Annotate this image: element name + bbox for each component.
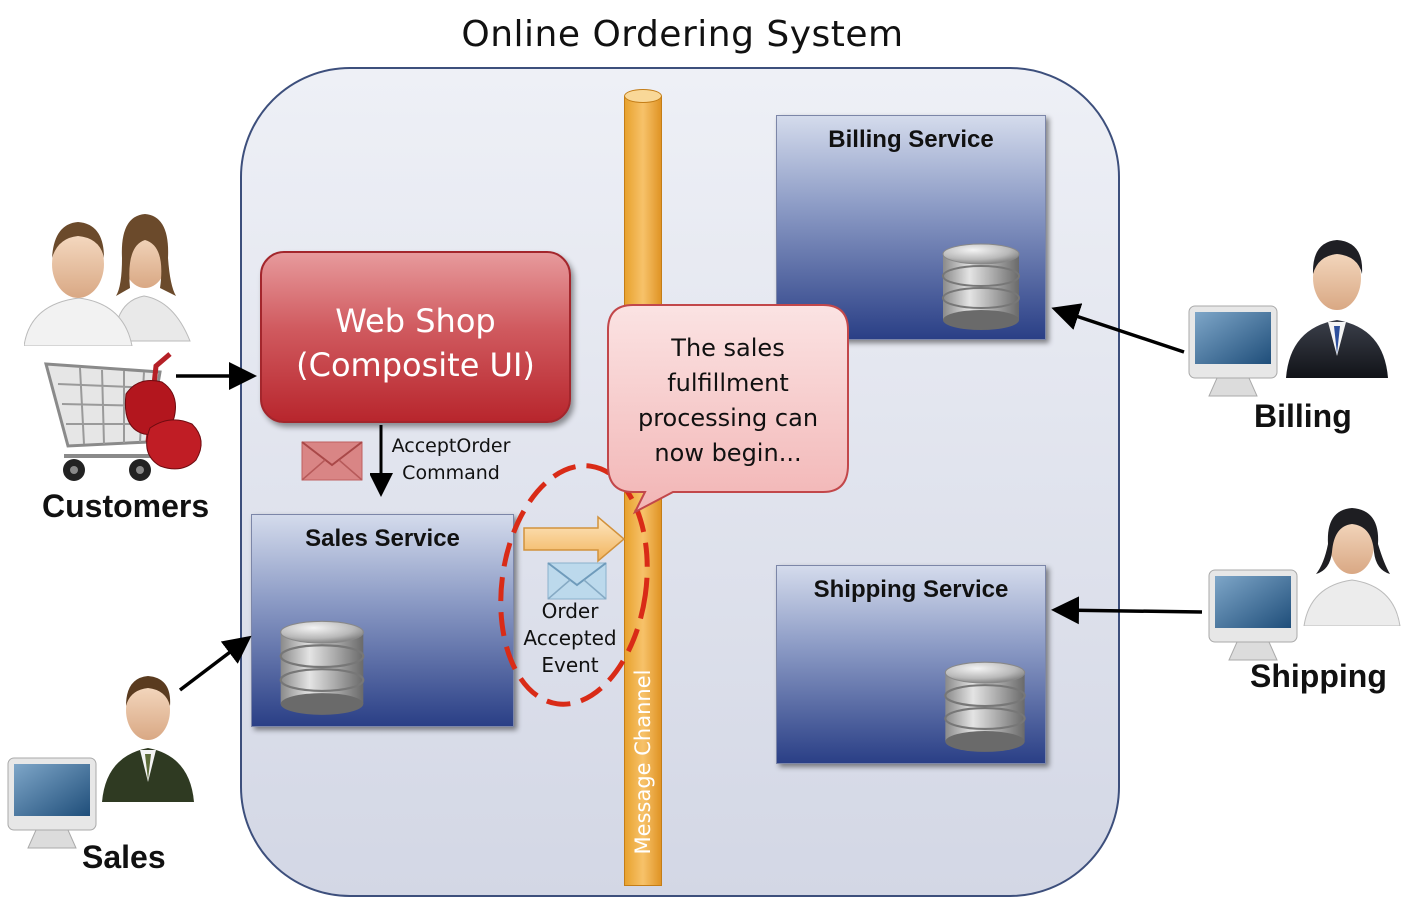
callout-text: The sales fulfillment processing can now… bbox=[613, 331, 843, 471]
command-label: AcceptOrder Command bbox=[386, 433, 516, 487]
callout-line4: now begin... bbox=[654, 439, 802, 467]
billing-computer-icon bbox=[1188, 305, 1278, 397]
command-label-line2: Command bbox=[402, 462, 500, 484]
billing-person-icon bbox=[1286, 240, 1388, 378]
callout-line3: processing can bbox=[637, 404, 819, 432]
shopping-cart-icon bbox=[44, 352, 202, 481]
web-shop-box: Web Shop (Composite UI) bbox=[260, 251, 571, 423]
callout-bubble bbox=[607, 304, 849, 515]
sales-person-icon bbox=[102, 676, 194, 802]
shipping-person-icon bbox=[1303, 508, 1401, 626]
shipping-service-title: Shipping Service bbox=[813, 576, 1009, 603]
shipping-label: Shipping bbox=[1250, 658, 1387, 694]
event-label: Order Accepted Event bbox=[510, 598, 630, 679]
command-label-line1: AcceptOrder bbox=[391, 435, 511, 457]
web-shop-label-line1: Web Shop bbox=[335, 302, 496, 340]
event-highlight-circle bbox=[498, 463, 650, 707]
command-arrow bbox=[370, 425, 393, 497]
billing-service-title: Billing Service bbox=[828, 126, 994, 153]
billing-label: Billing bbox=[1254, 398, 1352, 434]
callout-line2: fulfillment bbox=[667, 369, 789, 397]
event-label-line3: Event bbox=[541, 653, 599, 677]
event-label-line2: Accepted bbox=[523, 626, 617, 650]
database-icon bbox=[944, 661, 1026, 752]
database-icon bbox=[279, 620, 365, 715]
event-label-line1: Order bbox=[541, 599, 599, 623]
envelope-icon bbox=[301, 441, 363, 481]
callout-line1: The sales bbox=[671, 334, 785, 362]
shipping-arrow bbox=[1051, 596, 1203, 625]
billing-service-box: Billing Service bbox=[776, 115, 1046, 340]
shipping-service-box: Shipping Service bbox=[776, 565, 1046, 764]
database-icon bbox=[942, 243, 1020, 330]
envelope-icon bbox=[547, 562, 607, 600]
customers-label: Customers bbox=[42, 488, 210, 524]
sales-computer-icon bbox=[7, 757, 97, 849]
sales-service-box: Sales Service bbox=[251, 514, 514, 727]
message-channel-top bbox=[624, 89, 662, 103]
shipping-computer-icon bbox=[1208, 569, 1298, 661]
sales-arrow bbox=[178, 635, 252, 692]
event-publish-arrow bbox=[523, 515, 626, 563]
web-shop-label-line2: (Composite UI) bbox=[296, 346, 535, 384]
customers-people-icon bbox=[24, 214, 191, 346]
diagram-title: Online Ordering System bbox=[461, 14, 904, 55]
billing-arrow bbox=[1051, 303, 1185, 354]
sales-service-title: Sales Service bbox=[305, 525, 460, 552]
sales-label: Sales bbox=[82, 839, 166, 875]
